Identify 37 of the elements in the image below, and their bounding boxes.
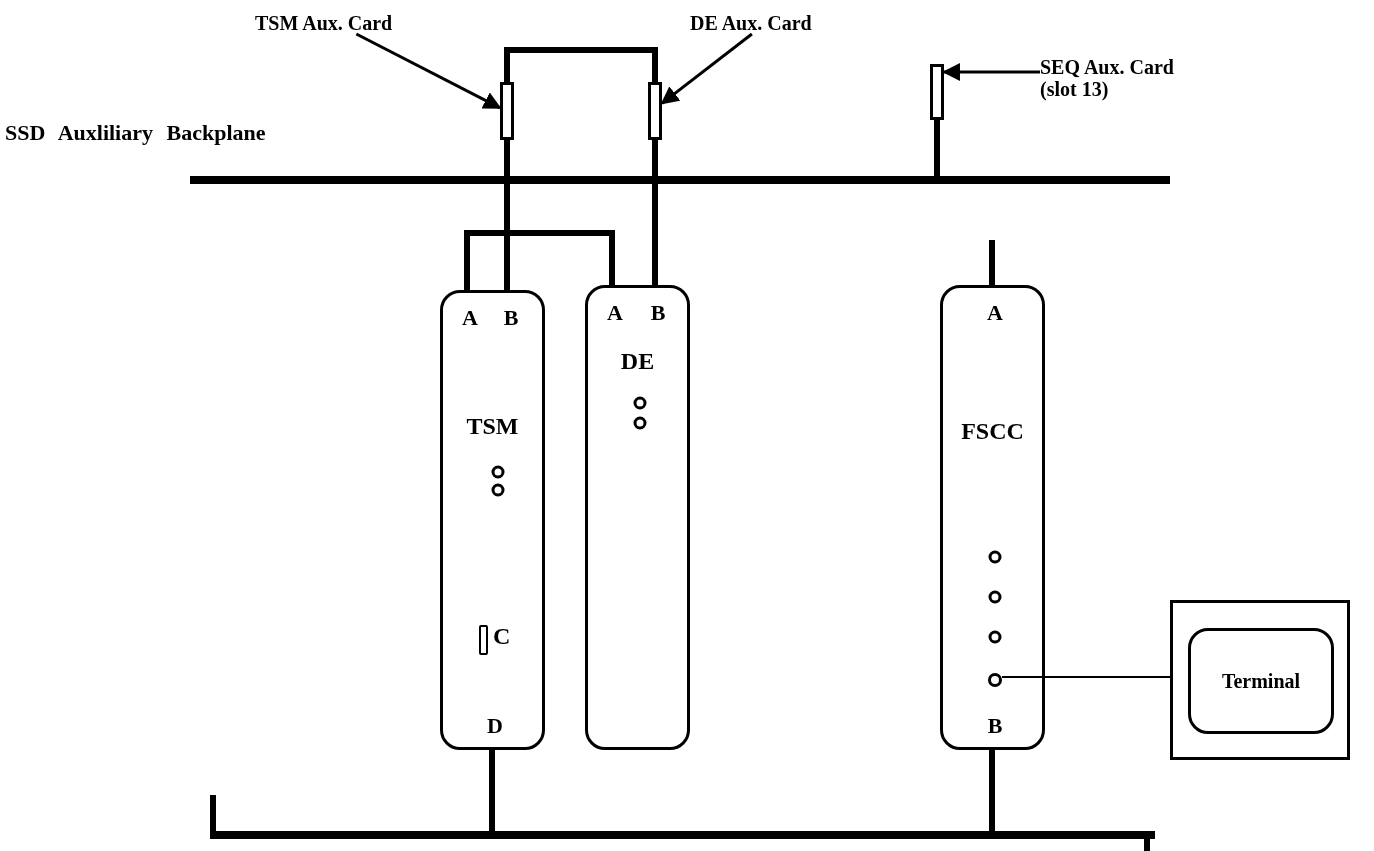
module-name: DE	[619, 348, 656, 375]
connector-line	[504, 140, 510, 293]
terminal-frame	[1170, 600, 1350, 760]
callout-label: DE Aux. Card	[690, 12, 840, 34]
connector-line	[934, 120, 940, 176]
terminal-screen: Terminal	[1188, 628, 1334, 734]
port-label: A	[600, 288, 630, 326]
callout-label: SEQ Aux. Card (slot 13)	[1040, 56, 1190, 100]
port-circle	[988, 673, 1002, 687]
leader-arrow	[942, 63, 1040, 81]
connector-line	[989, 750, 995, 831]
module-name: FSCC	[960, 418, 1025, 445]
backplane-label: SSD Auxliliary Backplane	[5, 120, 266, 146]
module-name: TSM	[465, 413, 520, 440]
connector-line	[1001, 676, 1171, 678]
connector-line	[464, 230, 615, 293]
module-card	[585, 285, 690, 750]
connector-line	[504, 47, 658, 82]
connector-line	[489, 750, 495, 831]
callout-label: TSM Aux. Card	[255, 12, 415, 34]
port-label: B	[643, 288, 673, 326]
bus-bar	[210, 831, 1155, 839]
port-label: B	[980, 713, 1010, 750]
aux-card	[648, 82, 662, 140]
connector-line	[652, 140, 658, 288]
port-label: B	[496, 293, 526, 331]
port-label: C	[493, 623, 511, 650]
aux-card	[930, 64, 944, 120]
port-label: A	[455, 293, 485, 331]
port-label: D	[480, 713, 510, 750]
aux-card	[500, 82, 514, 140]
connector-line	[989, 240, 995, 288]
leader-arrow	[660, 32, 753, 105]
module-card	[940, 285, 1045, 750]
module-card	[440, 290, 545, 750]
port-label: A	[980, 288, 1010, 326]
leader-arrow	[355, 32, 502, 110]
